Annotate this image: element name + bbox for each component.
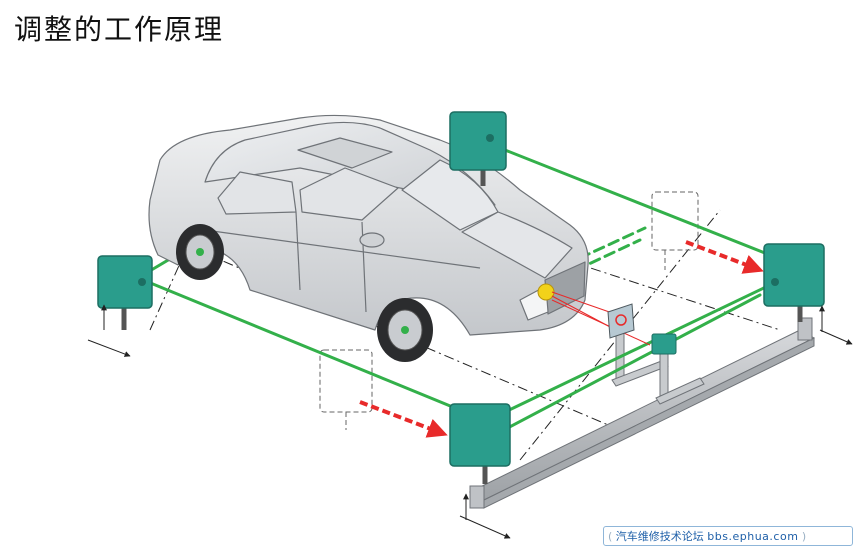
- headlight-aim: [537, 283, 677, 355]
- watermark-bracket-left: (: [608, 530, 613, 543]
- sensor-head-front-left: [449, 403, 511, 484]
- headlight-spot: [537, 283, 555, 301]
- car-belt-line: [204, 229, 481, 269]
- headlight-beam: [551, 299, 651, 346]
- dimension-arrow: [459, 515, 511, 539]
- sensor-head-rear-left: [97, 255, 153, 330]
- rail-foot-left: [469, 485, 485, 509]
- screen-base-2: [655, 377, 705, 405]
- sensor-heads: [97, 111, 825, 484]
- aim-sensor-small: [651, 333, 677, 355]
- wheel-front-left: [377, 298, 433, 362]
- car-mirror: [359, 232, 385, 248]
- dimension-arrow: [819, 329, 853, 345]
- movement-arrow-front: [685, 240, 764, 274]
- movement-arrow-rear: [359, 400, 448, 438]
- watermark-domain: bbs.ephua.com: [707, 530, 799, 543]
- ghost-sensors: [319, 191, 699, 430]
- movement-arrows: [359, 240, 764, 438]
- wheel-rear-left: [176, 224, 224, 280]
- car-hood: [461, 211, 573, 279]
- screen-post-2: [659, 351, 669, 399]
- car-door-line: [295, 211, 301, 291]
- car-sunroof: [297, 137, 393, 169]
- car-window-front: [299, 167, 399, 221]
- page-title: 调整的工作原理: [14, 13, 225, 46]
- measurement-rail: [468, 317, 816, 509]
- dimension-arrow: [87, 339, 131, 357]
- car-window-rear: [217, 171, 297, 215]
- wheels: [176, 224, 433, 362]
- beam-line-dashed: [578, 226, 647, 260]
- rail-bar-front: [483, 337, 815, 509]
- watermark-site-name: 汽车维修技术论坛: [615, 530, 704, 543]
- rail-foot-right: [797, 317, 813, 341]
- ghost-sensor-front: [651, 191, 699, 251]
- sensor-head-rear-right: [449, 111, 507, 186]
- sensor-head-front-right: [763, 243, 825, 322]
- aim-target: [615, 314, 627, 326]
- beam-line-dashed-2: [574, 238, 642, 272]
- headlight-beam: [551, 291, 619, 316]
- beam-line-inner: [498, 293, 762, 434]
- beam-line-rear-to-front-left: [146, 280, 462, 412]
- car: [148, 114, 589, 336]
- watermark-bracket-right: ): [801, 530, 807, 543]
- beam-line-front-cross: [503, 283, 772, 414]
- site-watermark: ( 汽车维修技术论坛 bbs.ephua.com ): [603, 526, 853, 546]
- beam-line-rear-to-front-right: [503, 148, 772, 257]
- dimension-arrows: [87, 304, 853, 539]
- aim-screen: [607, 303, 635, 339]
